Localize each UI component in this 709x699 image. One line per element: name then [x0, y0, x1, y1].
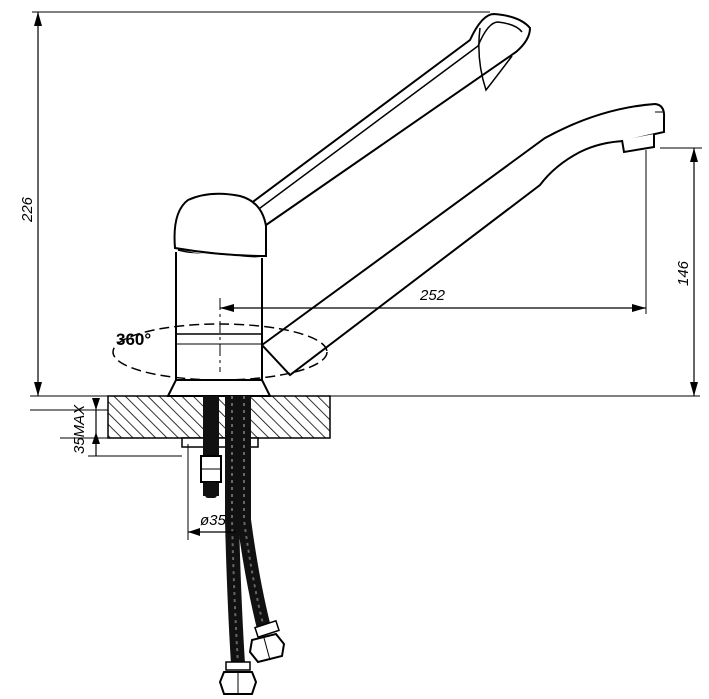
- dimension-max-thickness: 35MAX: [71, 398, 182, 457]
- spout-height-label: 146: [675, 260, 692, 286]
- max-thickness-label: 35MAX: [71, 404, 88, 454]
- total-height-label: 226: [19, 196, 36, 223]
- dimension-spout-height: 146: [660, 147, 702, 396]
- faucet-cap: [173, 192, 267, 258]
- spout-reach-label: 252: [419, 287, 446, 304]
- handle-lever: [240, 12, 532, 227]
- dimension-spout-reach: 252: [219, 150, 647, 372]
- dimension-diameter: ø35: [187, 444, 236, 540]
- water-hoses: [218, 396, 286, 695]
- faucet-body: [166, 252, 272, 397]
- mounting-shank: [181, 396, 259, 498]
- countertop: [30, 395, 700, 439]
- spout: [260, 102, 666, 377]
- diameter-label: ø35: [200, 512, 227, 529]
- dimension-total-height: 226: [19, 11, 490, 396]
- rotation-label: 360°: [116, 330, 151, 349]
